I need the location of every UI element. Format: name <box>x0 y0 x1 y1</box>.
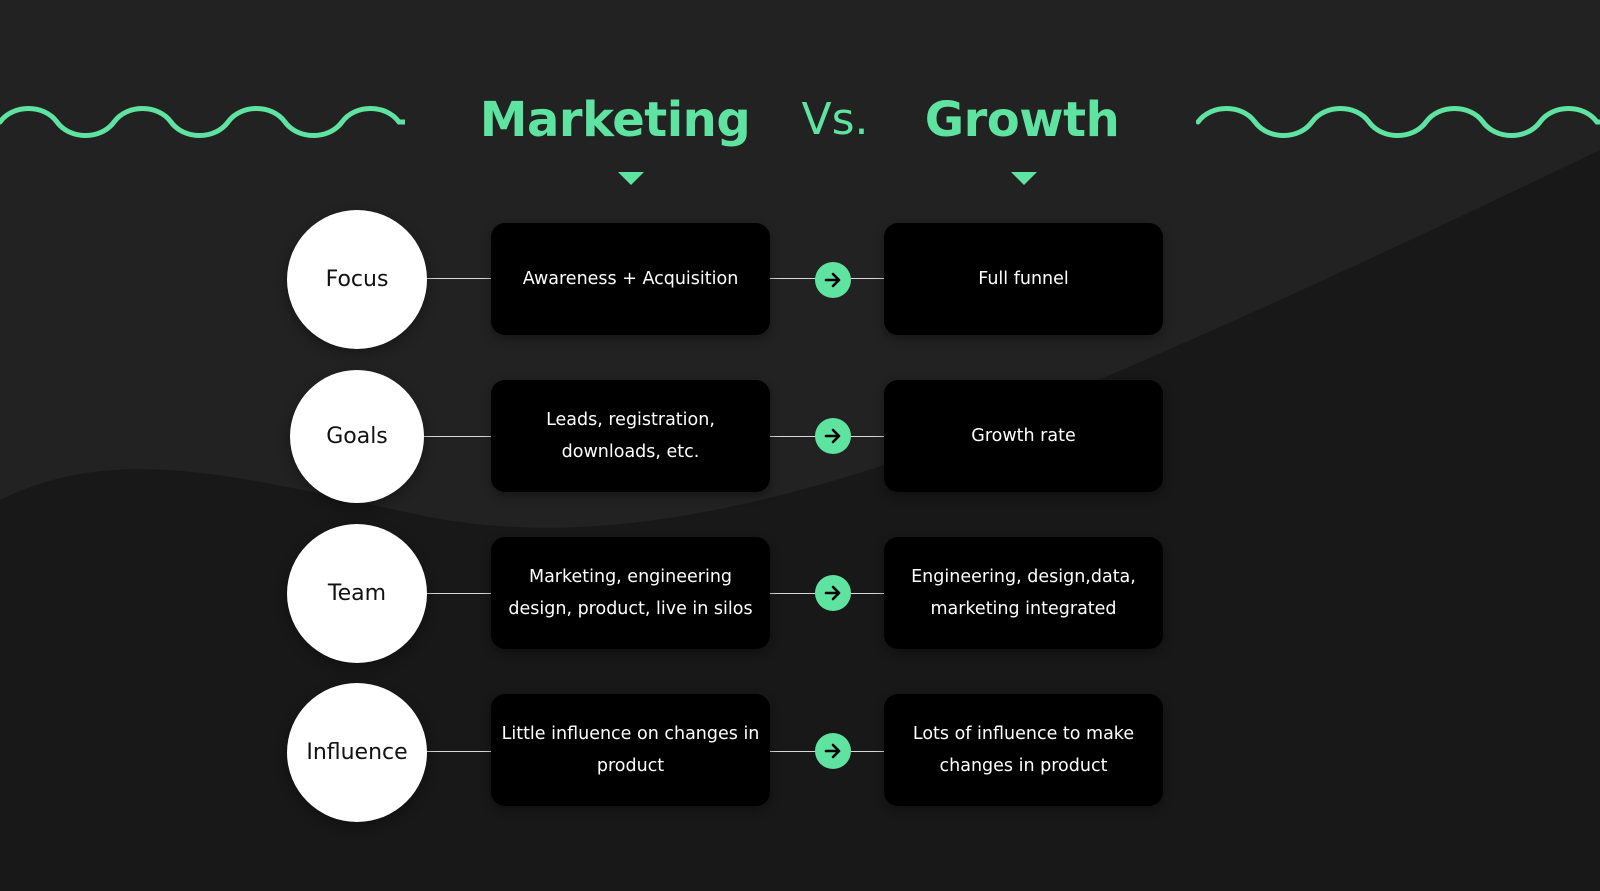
arrow-right-icon <box>815 418 851 454</box>
connector-line <box>420 436 495 437</box>
row-label-focus: Focus <box>287 210 427 349</box>
row-label-influence: Influence <box>287 683 427 822</box>
growth-heading: Growth <box>924 92 1120 148</box>
connector-line <box>425 593 495 594</box>
arrow-right-icon <box>815 733 851 769</box>
vs-label: Vs. <box>801 94 869 145</box>
row-label-goals: Goals <box>290 370 424 503</box>
marketing-card-goals: Leads, registration, downloads, etc. <box>491 380 770 492</box>
row-label-team: Team <box>287 524 427 663</box>
growth-card-goals: Growth rate <box>884 380 1163 492</box>
growth-card-team: Engineering, design,data, marketing inte… <box>884 537 1163 649</box>
growth-card-influence: Lots of influence to make changes in pro… <box>884 694 1163 806</box>
arrow-right-icon <box>815 262 851 298</box>
marketing-card-team: Marketing, engineering design, product, … <box>491 537 770 649</box>
growth-down-triangle-icon <box>1011 172 1037 185</box>
marketing-card-influence: Little influence on changes in product <box>491 694 770 806</box>
marketing-down-triangle-icon <box>618 172 644 185</box>
marketing-heading: Marketing <box>479 92 751 148</box>
connector-line <box>425 751 495 752</box>
arrow-right-icon <box>815 575 851 611</box>
growth-card-focus: Full funnel <box>884 223 1163 335</box>
marketing-card-focus: Awareness + Acquisition <box>491 223 770 335</box>
connector-line <box>425 278 495 279</box>
wave-left-decoration <box>0 106 405 138</box>
wave-right-decoration <box>1196 106 1600 138</box>
